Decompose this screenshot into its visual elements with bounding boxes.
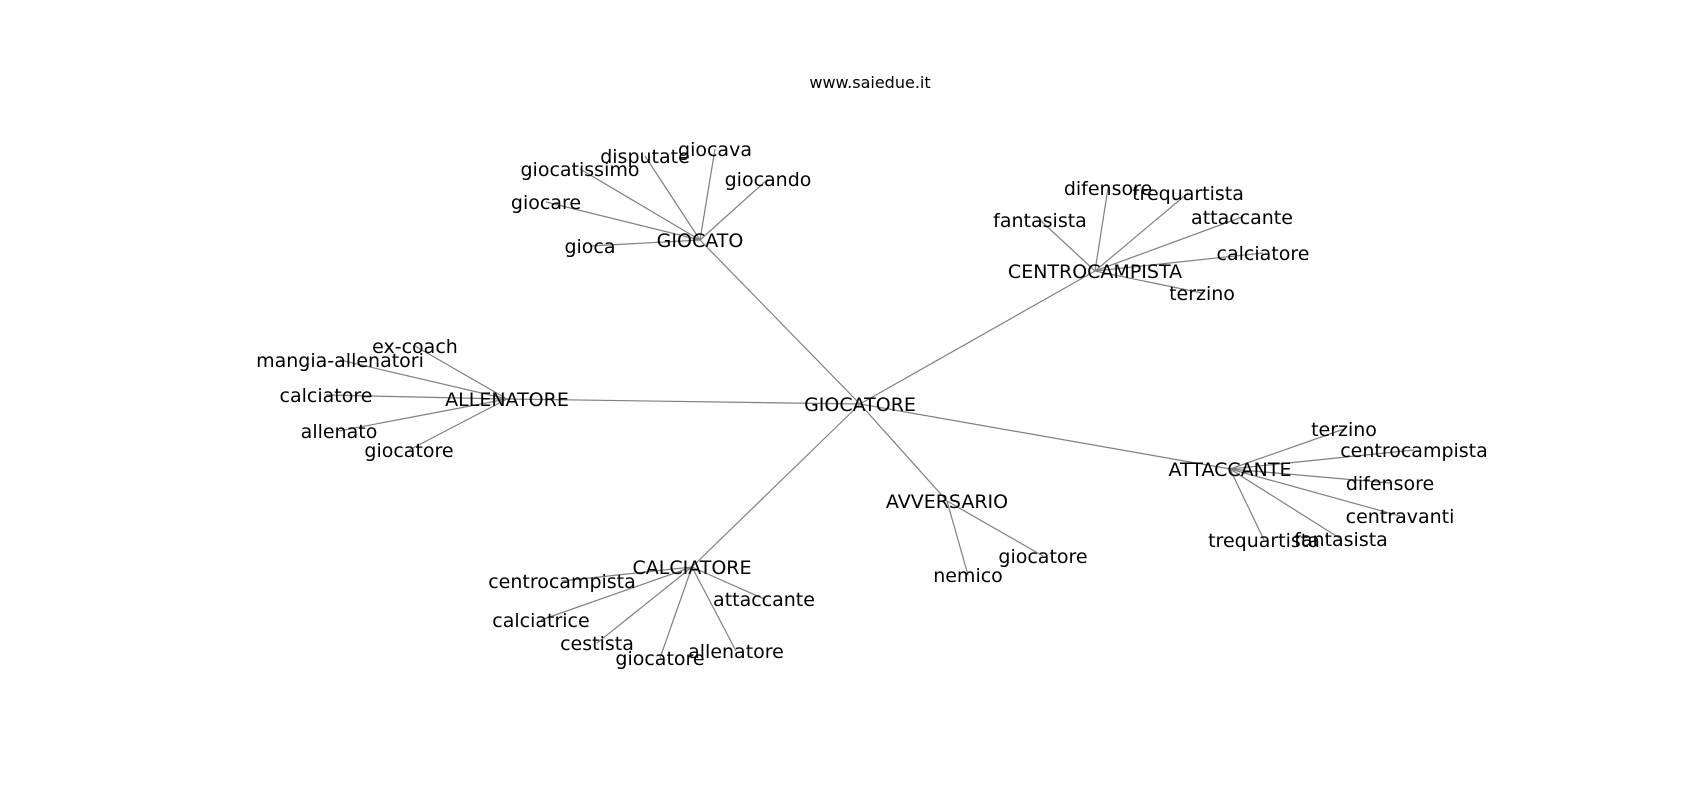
edge-allenatore_hub-1 [339, 359, 508, 400]
node-leaf-attaccante_hub-0: terzino [1311, 419, 1377, 441]
node-hub-giocato: GIOCATO [657, 230, 744, 252]
node-leaf-attaccante_hub-2: difensore [1346, 473, 1434, 495]
node-hub-avversario_hub: AVVERSARIO [886, 491, 1008, 513]
edge-allenatore_hub-3 [338, 398, 508, 432]
edge-allenatore_hub-0 [414, 345, 508, 400]
node-leaf-centrocampista_hub-0: fantasista [993, 210, 1087, 232]
edge-centrocampista_hub-3 [1094, 216, 1243, 272]
node-leaf-giocato-0: gioca [564, 236, 615, 258]
node-leaf-calciatore_hub-3: giocatore [615, 648, 704, 670]
edge-calciatore_hub-0 [561, 566, 693, 582]
node-leaf-calciatore_hub-1: calciatrice [492, 610, 589, 632]
node-leaf-calciatore_hub-2: cestista [560, 633, 634, 655]
edge-center-avversario_hub [859, 403, 948, 502]
node-leaf-giocato-3: disputate [600, 146, 690, 168]
edge-giocato-2 [579, 168, 701, 241]
edge-center-attaccante_hub [859, 403, 1231, 470]
node-leaf-calciatore_hub-4: allenatore [688, 641, 784, 663]
edge-attaccante_hub-5 [1229, 468, 1265, 541]
edge-attaccante_hub-1 [1229, 449, 1415, 470]
edge-allenatore_hub-2 [325, 394, 508, 400]
edges [325, 148, 1415, 659]
edge-center-allenatore_hub [506, 398, 861, 405]
edge-center-giocato [699, 239, 861, 405]
edge-center-calciatore_hub [691, 403, 861, 568]
edge-center-centrocampista_hub [859, 270, 1096, 405]
node-leaf-allenatore_hub-1: mangia-allenatori [256, 350, 424, 372]
node-center: GIOCATORE [804, 394, 916, 416]
node-leaf-centrocampista_hub-4: calciatore [1217, 243, 1310, 265]
node-hub-attaccante_hub: ATTACCANTE [1169, 459, 1292, 481]
node-hub-calciatore_hub: CALCIATORE [632, 557, 751, 579]
edge-calciatore_hub-1 [540, 566, 693, 621]
nodes: GIOCATORE GIOCATO gioca giocare giocatissimo… [256, 139, 1488, 670]
node-leaf-calciatore_hub-0: centrocampista [488, 571, 636, 593]
edge-attaccante_hub-0 [1229, 428, 1345, 470]
node-leaf-allenatore_hub-0: ex-coach [372, 336, 458, 358]
node-leaf-centrocampista_hub-1: difensore [1064, 178, 1152, 200]
edge-giocato-1 [545, 201, 701, 241]
edge-attaccante_hub-2 [1229, 468, 1391, 484]
edge-attaccante_hub-4 [1229, 468, 1342, 540]
node-leaf-giocato-5: giocando [725, 169, 812, 191]
edge-centrocampista_hub-5 [1094, 270, 1203, 294]
node-leaf-attaccante_hub-3: centravanti [1346, 506, 1455, 528]
edge-calciatore_hub-4 [691, 566, 737, 652]
node-hub-allenatore_hub: ALLENATORE [445, 389, 569, 411]
node-leaf-giocato-4: giocava [678, 139, 752, 161]
edge-giocato-5 [699, 178, 769, 241]
node-leaf-attaccante_hub-4: fantasista [1294, 529, 1388, 551]
node-leaf-centrocampista_hub-3: attaccante [1191, 207, 1293, 229]
node-leaf-calciatore_hub-5: attaccante [713, 589, 815, 611]
edge-centrocampista_hub-1 [1094, 187, 1109, 272]
edge-centrocampista_hub-2 [1094, 192, 1189, 272]
edge-calciatore_hub-3 [659, 566, 693, 659]
edge-giocato-0 [589, 239, 701, 247]
node-hub-centrocampista_hub: CENTROCAMPISTA [1008, 261, 1182, 283]
node-leaf-avversario_hub-1: giocatore [998, 546, 1087, 568]
edge-centrocampista_hub-4 [1094, 252, 1264, 272]
node-leaf-avversario_hub-0: nemico [933, 565, 1003, 587]
edge-attaccante_hub-3 [1229, 468, 1401, 517]
edge-calciatore_hub-2 [596, 566, 693, 644]
node-leaf-centrocampista_hub-5: terzino [1169, 283, 1235, 305]
edge-avversario_hub-0 [946, 500, 969, 576]
node-leaf-allenatore_hub-3: allenato [301, 421, 378, 443]
node-leaf-centrocampista_hub-2: trequartista [1132, 183, 1244, 205]
node-leaf-giocato-1: giocare [511, 192, 581, 214]
edge-giocato-4 [699, 148, 716, 241]
node-leaf-attaccante_hub-1: centrocampista [1340, 440, 1488, 462]
edge-giocato-3 [644, 155, 701, 241]
node-leaf-allenatore_hub-4: giocatore [364, 440, 453, 462]
edge-allenatore_hub-4 [408, 398, 508, 451]
edge-avversario_hub-1 [946, 500, 1044, 557]
edge-calciatore_hub-5 [691, 566, 765, 600]
node-leaf-allenatore_hub-2: calciatore [280, 385, 373, 407]
node-leaf-attaccante_hub-5: trequartista [1208, 530, 1320, 552]
node-leaf-giocato-2: giocatissimo [521, 159, 640, 181]
edge-centrocampista_hub-0 [1039, 219, 1096, 272]
watermark: www.saiedue.it [809, 73, 930, 92]
